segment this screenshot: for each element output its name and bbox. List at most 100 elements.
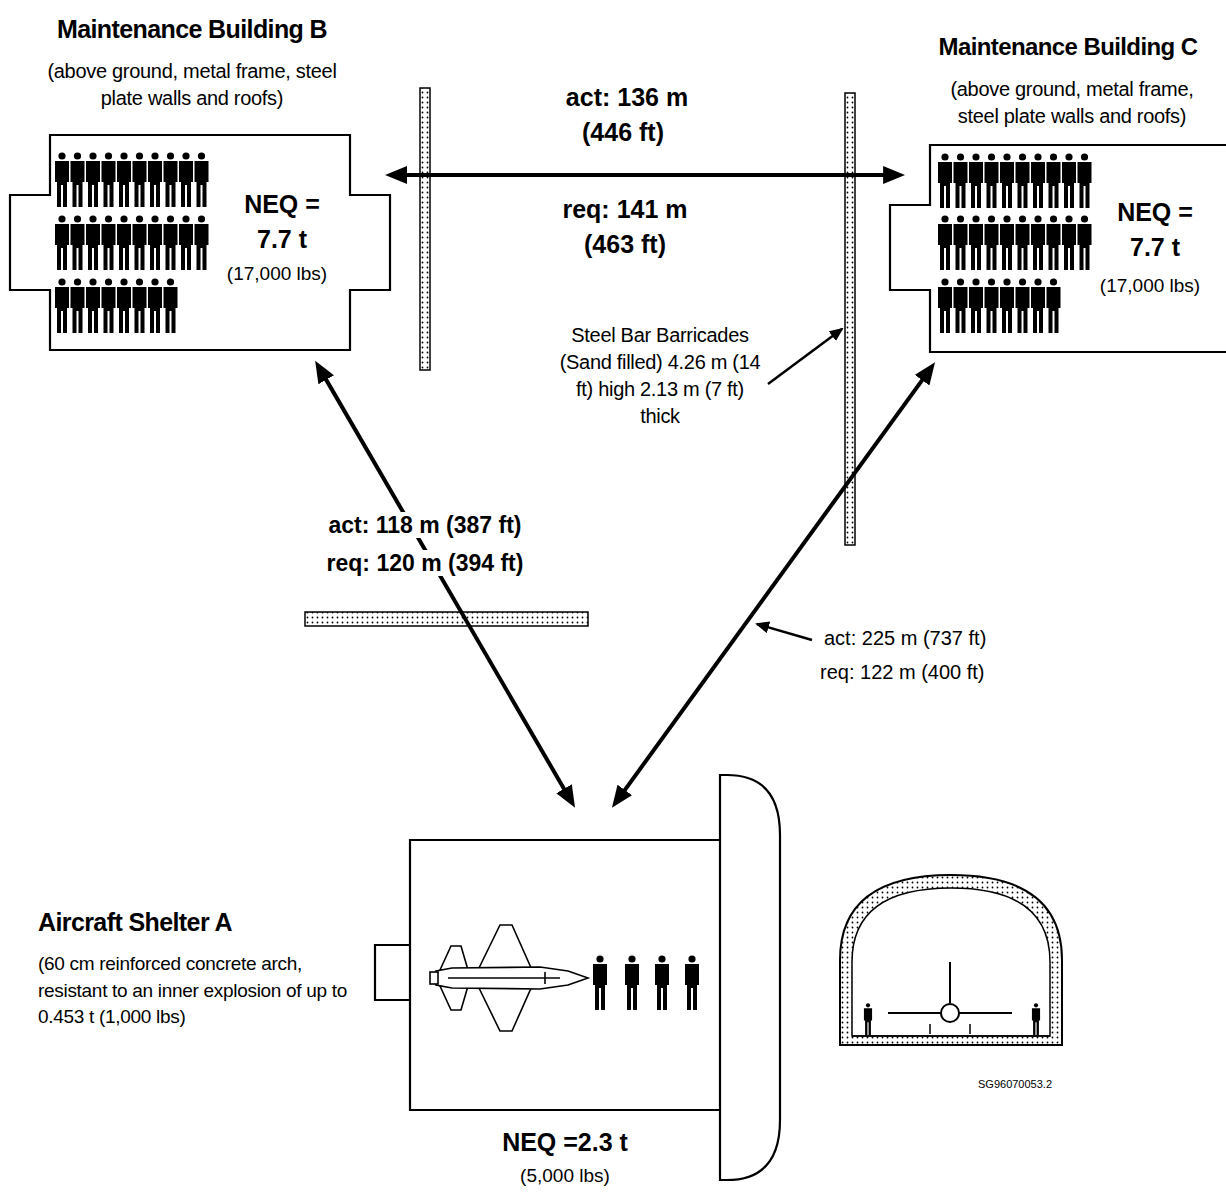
label-patch: SG96070053.2 [978,1078,1052,1090]
person-figure [1062,153,1076,208]
label-patch: Steel Bar Barricades (Sand filled) 4.26 … [560,324,761,427]
barricade [305,612,588,626]
person-figure [195,152,209,207]
shelter-description: (60 cm reinforced concrete arch, resista… [38,951,368,1031]
label-patch: req: 120 m (394 ft) [327,550,524,576]
barricade [420,88,430,370]
person-figure [1032,1003,1040,1035]
person-figure [55,215,69,270]
shelter-box: Aircraft Shelter A(60 cm reinforced conc… [375,775,780,1180]
required-distance: req: 122 m (400 ft) [820,660,1020,684]
person-figure [655,955,669,1010]
person-figure [117,278,131,333]
person-figure [86,215,100,270]
person-figure [86,152,100,207]
person-figure [148,152,162,207]
person-figure [969,153,983,208]
person-figure [1031,278,1045,333]
leader-arrow [768,329,842,384]
person-figure [148,215,162,270]
person-figure [1031,215,1045,270]
neq-pounds: (17,000 lbs) [1085,275,1215,298]
node-outline-path [890,145,1226,352]
person-figure [954,153,968,208]
figure-code: SG96070053.2 [978,1078,1078,1091]
person-figure [954,215,968,270]
building-description: (above ground, metal frame, steel plate … [47,58,337,112]
person-figure [179,152,193,207]
person-figure [985,278,999,333]
node-outline-path [375,775,780,1180]
building-box: Maintenance Building C(above ground, met… [890,145,1226,352]
neq-pounds: (5,000 lbs) [490,1165,640,1188]
neq-value: NEQ = 7.7 t [1100,195,1210,265]
shelter-section [840,875,1062,1045]
required-distance: req: 141 m (463 ft) [540,192,710,262]
person-figure [969,278,983,333]
label-patch: act: 136 m (446 ft) [562,83,688,146]
node-outline-path [10,135,390,350]
building-description: (above ground, metal frame, steel plate … [930,76,1215,130]
neq-pounds: (17,000 lbs) [207,263,347,286]
required-distance: req: 120 m (394 ft) [285,550,565,578]
person-figure [133,152,147,207]
person-figure [685,955,699,1010]
people-figures [55,152,1092,1035]
person-figure [164,152,178,207]
distance-label: act: 225 m (737 ft) [820,626,1020,650]
person-figure [1016,215,1030,270]
person-figure [102,152,116,207]
label-patch: req: 122 m (400 ft) [820,661,985,683]
person-figure [164,215,178,270]
person-figure [133,278,147,333]
distance-arrow [397,173,893,177]
building-box: Maintenance Building B(above ground, met… [10,135,390,350]
person-figure [102,215,116,270]
person-figure [195,215,209,270]
person-figure [86,278,100,333]
person-figure [593,955,607,1010]
label-patch: act: 118 m (387 ft) [324,512,525,538]
person-figure [102,278,116,333]
person-figure [1062,215,1076,270]
person-figure [71,152,85,207]
person-figure [969,215,983,270]
distance-arrow [619,372,928,798]
person-figure [1000,278,1014,333]
neq-value: NEQ = 7.7 t [227,187,337,257]
person-figure [133,215,147,270]
person-figure [1047,153,1061,208]
person-figure [864,1003,872,1035]
node-outline [375,775,780,1180]
person-figure [1078,215,1092,270]
aircraft-top [430,925,588,1031]
person-figure [1047,215,1061,270]
node-outline [10,135,390,350]
person-figure [71,215,85,270]
person-figure [1016,278,1030,333]
person-figure [938,153,952,208]
person-figure [938,278,952,333]
person-figure [164,278,178,333]
person-figure [985,215,999,270]
person-figure [1000,153,1014,208]
person-figure [148,278,162,333]
distance-label: act: 118 m (387 ft) [285,512,565,540]
person-figure [1000,215,1014,270]
person-figure [985,153,999,208]
label-patch: act: 225 m (737 ft) [820,627,990,649]
person-figure [1016,153,1030,208]
person-figure [1078,153,1092,208]
person-figure [55,152,69,207]
shelter-title: Aircraft Shelter A [38,907,368,937]
label-patch: req: 141 m (463 ft) [562,195,687,258]
distance-label: act: 136 m (446 ft) [540,80,710,150]
person-figure [1031,153,1045,208]
person-figure [954,278,968,333]
person-figure [71,278,85,333]
person-figure [1047,278,1061,333]
person-figure [179,215,193,270]
person-figure [938,215,952,270]
neq-value: NEQ =2.3 t [455,1127,675,1157]
